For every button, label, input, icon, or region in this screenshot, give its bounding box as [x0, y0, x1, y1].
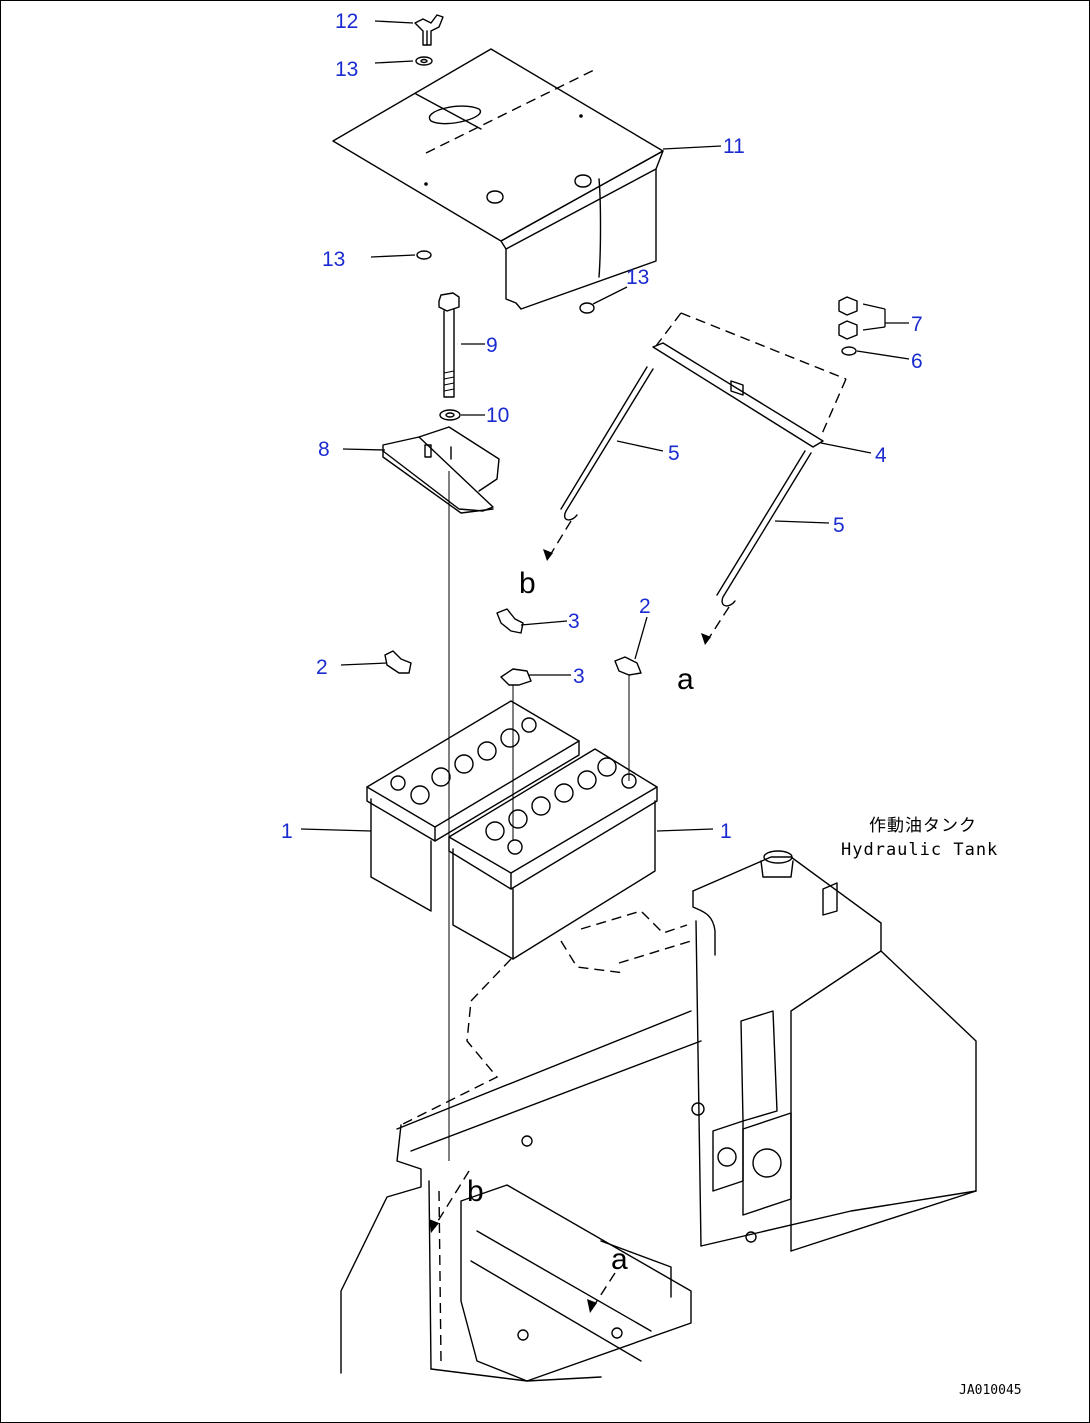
terminal-3-upper — [496, 608, 524, 634]
callout-8: 8 — [318, 438, 330, 461]
washer-13-top — [415, 56, 433, 66]
ref-arrow-b-bottom — [432, 1170, 470, 1230]
ref-letter-a: a — [611, 1243, 628, 1276]
callout-13: 13 — [335, 58, 358, 81]
terminal-2-right — [614, 656, 642, 676]
reference-letters: b a b a — [467, 567, 694, 1276]
note-english: Hydraulic Tank — [841, 840, 998, 860]
callout-2: 2 — [639, 595, 651, 618]
terminal-2-left — [384, 650, 412, 674]
battery-cover-11 — [332, 48, 664, 310]
drawing-code: JA010045 — [959, 1383, 1022, 1398]
ref-letter-a: a — [677, 663, 694, 696]
nuts-7 — [838, 296, 858, 340]
callout-2: 2 — [316, 656, 328, 679]
callout-12: 12 — [335, 10, 358, 33]
callout-9: 9 — [486, 334, 498, 357]
bolt-9 — [438, 292, 460, 398]
wing-bolt-12 — [414, 14, 444, 46]
washer-13-mid — [416, 250, 432, 260]
callout-13: 13 — [322, 248, 345, 271]
j-bolt-5-right — [716, 450, 812, 607]
bar-4 — [652, 312, 847, 448]
callout-11: 11 — [723, 135, 745, 158]
callout-3: 3 — [568, 610, 580, 633]
terminal-3-lower — [500, 668, 532, 686]
machine-frame — [340, 958, 977, 1382]
callout-1: 1 — [720, 820, 732, 843]
ref-letter-b: b — [467, 1175, 484, 1208]
ref-arrow-a-bottom — [592, 1272, 616, 1308]
battery-1-right — [448, 748, 658, 960]
callout-6: 6 — [911, 350, 923, 373]
ref-letter-b: b — [519, 567, 536, 600]
washer-13-right — [579, 302, 595, 314]
callout-4: 4 — [875, 444, 887, 467]
washer-6 — [841, 346, 857, 356]
callout-7: 7 — [911, 313, 923, 336]
hydraulic-tank — [560, 850, 977, 1252]
callout-3: 3 — [573, 665, 585, 688]
callout-10: 10 — [486, 404, 509, 427]
washer-10 — [439, 409, 461, 421]
callout-1: 1 — [281, 820, 293, 843]
battery-1-left — [366, 700, 580, 912]
callout-5: 5 — [833, 514, 845, 537]
callout-13: 13 — [626, 266, 649, 289]
ref-arrow-b-top — [548, 520, 572, 558]
j-bolt-5-left — [560, 366, 654, 521]
ref-arrow-a-top — [706, 606, 730, 642]
bracket-8 — [382, 426, 500, 514]
callout-5: 5 — [668, 442, 680, 465]
callout-numbers: 12 13 11 13 13 9 10 8 7 6 4 5 5 3 3 2 2 … — [281, 10, 923, 843]
leader-lines — [300, 20, 910, 832]
note-japanese: 作動油タンク — [869, 816, 977, 836]
